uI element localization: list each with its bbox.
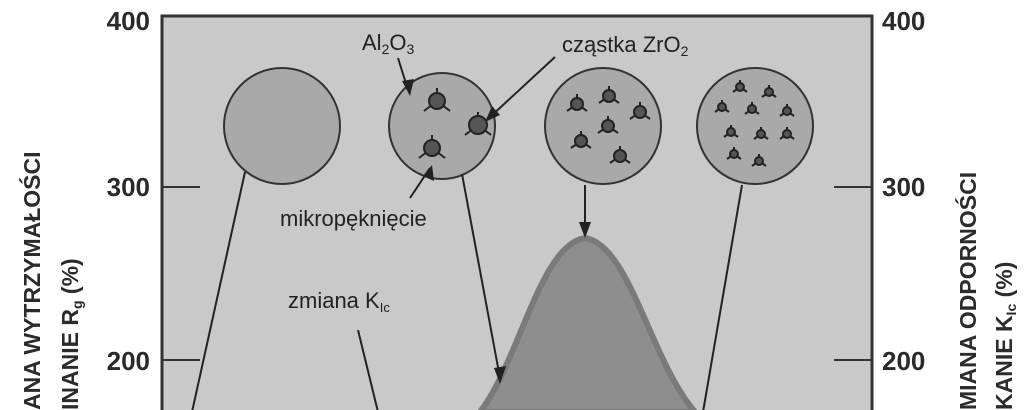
- right-axis-title-line1: MIANA ODPORNOŚCI: [954, 172, 981, 410]
- arrowhead-zro2: [485, 106, 500, 122]
- left-axis-title-line2: INANIE Rg (%): [57, 258, 85, 410]
- microstructure-circle-pure: [223, 67, 341, 185]
- zro2-particle: [723, 125, 739, 138]
- tick-label-400-right: 400: [882, 6, 925, 36]
- arrowhead-circle2: [494, 366, 506, 384]
- arrowhead-circle3: [579, 222, 591, 238]
- zro2-particle: [570, 131, 592, 149]
- right-axis: 400 300 200: [834, 6, 925, 376]
- zro2-particle: [629, 102, 651, 120]
- leader-line-kic: [357, 329, 379, 410]
- toughness-peak-area: [477, 234, 698, 410]
- left-axis: 400 300 200: [107, 6, 200, 376]
- zro2-particle: [597, 116, 619, 134]
- zro2-particle: [779, 104, 795, 117]
- zro2-particle: [598, 86, 620, 104]
- zro2-particle: [751, 154, 767, 167]
- arrowhead-al2o3: [402, 79, 414, 96]
- zro2-particle: [732, 80, 748, 93]
- particles-fine: [714, 80, 795, 167]
- arrowheads: [402, 79, 591, 384]
- label-al2o3: Al2O3: [362, 30, 414, 57]
- zro2-particle: [464, 112, 492, 136]
- leader-line-zro2: [488, 56, 556, 119]
- zro2-particle: [761, 85, 777, 98]
- label-kic-change: zmiana KIc: [288, 288, 390, 315]
- leader-lines: [191, 56, 743, 410]
- leader-line-circle1: [191, 171, 246, 410]
- label-microcrack: mikropęknięcie: [280, 206, 427, 231]
- tick-label-400-left: 400: [107, 6, 150, 36]
- zro2-particle: [423, 88, 451, 112]
- tick-label-200-left: 200: [107, 346, 150, 376]
- left-axis-title-line1: ANA WYTRZYMAŁOŚCI: [18, 151, 45, 410]
- microstructure-circle-large-particles: [388, 72, 496, 180]
- tick-label-300-right: 300: [882, 172, 925, 202]
- particles-large: [418, 88, 492, 159]
- right-axis-title-line2: KANIE KIc (%): [991, 262, 1019, 410]
- zro2-particle: [744, 102, 760, 115]
- zro2-particle: [726, 147, 742, 160]
- arrowhead-microcrack: [423, 165, 434, 181]
- tick-label-300-left: 300: [107, 172, 150, 202]
- leader-line-circle2: [461, 173, 501, 379]
- leader-line-circle4: [702, 184, 743, 410]
- label-zro2-particle: cząstka ZrO2: [562, 32, 689, 59]
- zro2-particle: [714, 100, 730, 113]
- tick-label-200-right: 200: [882, 346, 925, 376]
- microstructure-circle-fine-particles: [696, 67, 814, 185]
- particles-medium: [566, 86, 651, 164]
- zro2-particle: [779, 127, 795, 140]
- zro2-particle: [609, 146, 631, 164]
- zro2-particle: [418, 135, 446, 159]
- zro2-particle: [566, 94, 588, 112]
- zro2-particle: [753, 127, 769, 140]
